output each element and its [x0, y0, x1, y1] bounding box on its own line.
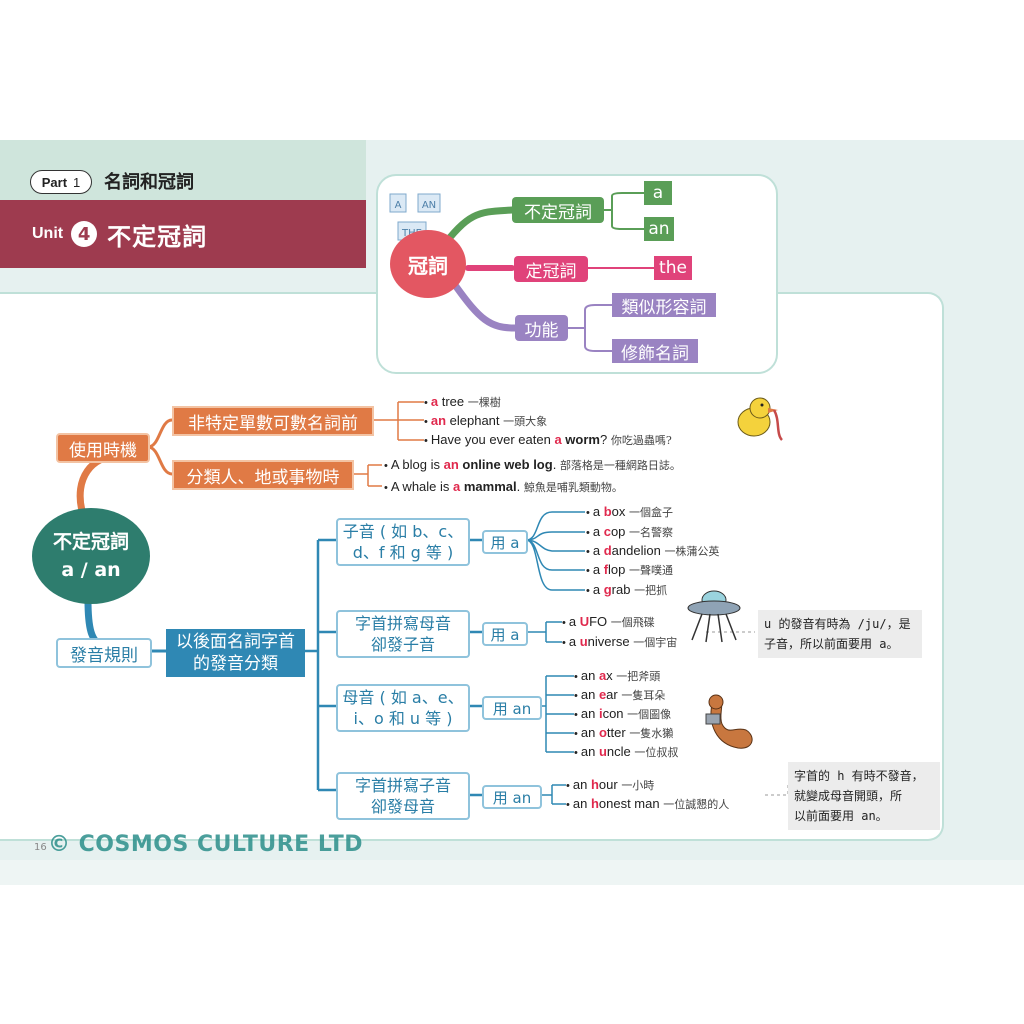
note-u-line-1: u 的發音有時為 /ju/，是 [764, 617, 911, 631]
article-center-node: 冠詞 [390, 230, 466, 298]
main-center-node: 不定冠詞 a / an [32, 508, 150, 604]
note-u-line-2: 子音，所以前面要用 a。 [764, 637, 899, 651]
node-usage-1: 非特定單數可數名詞前 [172, 406, 374, 436]
spell-consonant-line-2: 卻發母音 [370, 797, 435, 816]
node-indefinite: 不定冠詞 [512, 197, 604, 223]
example-vowel-2: •an ear 一隻耳朵 [574, 687, 666, 702]
node-spell-vowel-use: 用 a [482, 622, 528, 646]
part-word: Part [41, 174, 68, 190]
unit-number: 4 [71, 221, 98, 247]
example-consonant-5: •a grab 一把抓 [586, 582, 668, 597]
unit-word: Unit [32, 225, 64, 242]
example-vowel-5: •an uncle 一位叔叔 [574, 744, 679, 759]
node-indef-a: a [644, 181, 672, 205]
bottom-band [0, 860, 1024, 885]
node-spell-consonant-use: 用 an [482, 785, 542, 809]
example-spell-vowel-2: •a universe 一個宇宙 [562, 634, 678, 649]
example-spell-vowel-1: •a UFO 一個飛碟 [562, 614, 655, 629]
example-vowel-1: •an ax 一把斧頭 [574, 668, 661, 683]
example-consonant-3: •a dandelion 一株蒲公英 [586, 543, 720, 558]
note-u-sound: u 的發音有時為 /ju/，是 子音，所以前面要用 a。 [758, 610, 922, 658]
bird-worm-illustration [737, 397, 784, 441]
node-definite: 定冠詞 [514, 256, 588, 282]
node-spell-vowel: 字首拼寫母音 卻發子音 [336, 610, 470, 658]
node-consonant-use: 用 a [482, 530, 528, 554]
center-line-1: 不定冠詞 [52, 531, 129, 553]
example-usage-3: •Have you ever eaten a worm? 你吃過蟲嗎? [424, 432, 672, 447]
example-consonant-2: •a cop 一名警察 [586, 524, 674, 539]
node-indef-an: an [644, 217, 674, 241]
example-spell-consonant-1: •an hour 一小時 [566, 777, 655, 792]
example-consonant-1: •a box 一個盒子 [586, 504, 674, 519]
node-usage-2: 分類人、地或事物時 [172, 460, 354, 490]
node-func-2: 修飾名詞 [612, 339, 698, 364]
unit-bar: Unit 4 不定冠詞 [0, 200, 366, 268]
note-silent-h: 字首的 h 有時不發音， 就變成母音開頭，所 以前面要用 an。 [788, 762, 940, 830]
node-usage: 使用時機 [56, 433, 150, 463]
vowel-line-2: i、o 和 u 等 ) [353, 709, 453, 728]
part-badge: Part 1 [30, 170, 92, 194]
node-vowel: 母音 ( 如 a、e、 i、o 和 u 等 ) [336, 684, 470, 732]
spell-consonant-line-1: 字首拼寫子音 [354, 776, 451, 795]
example-vowel-4: •an otter 一隻水獺 [574, 725, 674, 740]
node-def-the: the [654, 256, 692, 280]
example-usage-4: •A blog is an online web log. 部落格是一種網路日誌… [384, 457, 681, 472]
consonant-line-1: 子音 ( 如 b、c、 [342, 522, 464, 541]
example-spell-consonant-2: •an honest man 一位誠懇的人 [566, 796, 730, 811]
node-spell-consonant: 字首拼寫子音 卻發母音 [336, 772, 470, 820]
icon-an-label: AN [422, 200, 436, 211]
icon-a-label: A [395, 200, 402, 211]
node-pronunciation: 發音規則 [56, 638, 152, 668]
vowel-line-1: 母音 ( 如 a、e、 [342, 688, 464, 707]
spell-vowel-line-1: 字首拼寫母音 [354, 614, 451, 633]
part-title: 名詞和冠詞 [104, 172, 194, 193]
center-line-2: a / an [61, 559, 121, 581]
example-vowel-3: •an icon 一個圖像 [574, 706, 672, 721]
consonant-line-2: d、f 和 g 等 ) [352, 543, 454, 562]
main-mindmap-panel [0, 292, 944, 841]
part-number: 1 [73, 174, 81, 190]
otter-illustration [705, 694, 753, 749]
pron-rule-line-2: 的發音分類 [193, 654, 278, 674]
spell-vowel-line-2: 卻發子音 [370, 635, 435, 654]
example-consonant-4: •a flop 一聲噗通 [586, 562, 674, 577]
unit-title: 不定冠詞 [107, 222, 208, 251]
pron-rule-line-1: 以後面名詞字首 [176, 632, 295, 652]
example-usage-2: •an elephant 一頭大象 [424, 413, 548, 428]
note-h-line-2: 就變成母音開頭，所 [794, 789, 903, 803]
example-usage-1: •a tree 一棵樹 [424, 394, 501, 409]
page-number: 16 [34, 842, 47, 853]
node-consonant: 子音 ( 如 b、c、 d、f 和 g 等 ) [336, 518, 470, 566]
node-function: 功能 [515, 315, 568, 341]
note-h-line-1: 字首的 h 有時不發音， [794, 769, 924, 783]
example-usage-5: •A whale is a mammal. 鯨魚是哺乳類動物。 [384, 479, 623, 494]
node-pron-rule: 以後面名詞字首 的發音分類 [166, 629, 305, 677]
ufo-illustration [687, 590, 741, 643]
copyright-watermark: © COSMOS CULTURE LTD [48, 832, 363, 857]
node-vowel-use: 用 an [482, 696, 542, 720]
note-h-line-3: 以前面要用 an。 [794, 809, 888, 823]
node-func-1: 類似形容詞 [612, 293, 716, 318]
